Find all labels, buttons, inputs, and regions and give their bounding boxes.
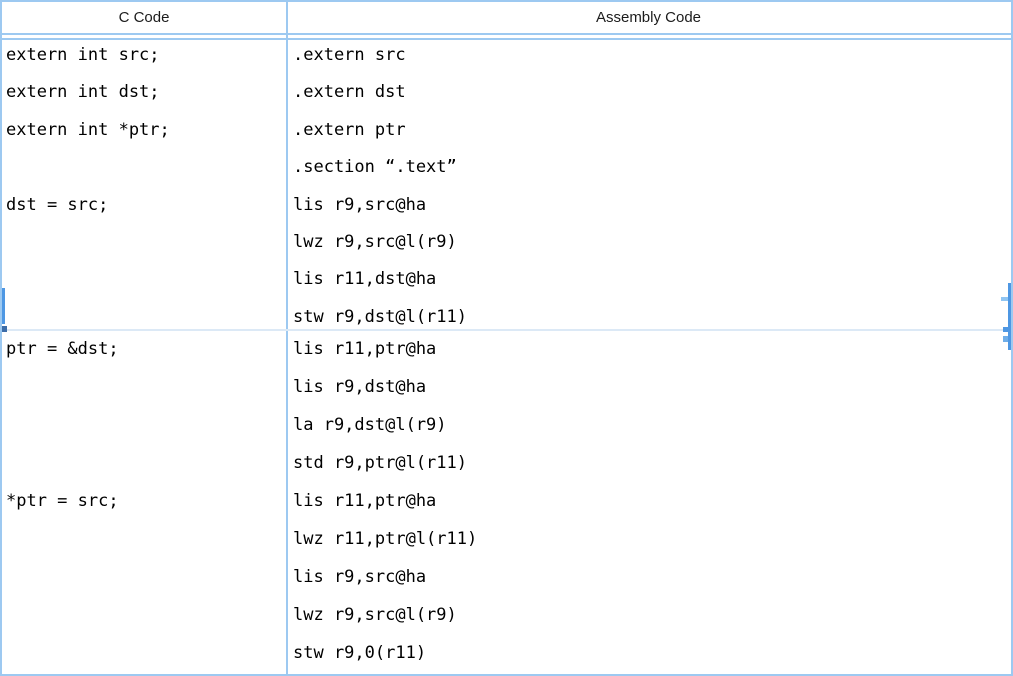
c-code-line: dst = src; — [6, 194, 109, 215]
asm-code-line: lwz r11,ptr@l(r11) — [293, 529, 478, 549]
asm-code-line: lis r11,dst@ha — [293, 269, 437, 290]
header-separator-line-bottom — [2, 38, 1011, 40]
asm-code-line: lis r9,src@ha — [293, 194, 427, 215]
header-separator-line-top — [2, 33, 1011, 35]
c-code-cell-1: extern int src; extern int dst; extern i… — [2, 37, 286, 329]
table-row-2: ptr = &dst; *ptr = src; lis r11,ptr@ha l… — [2, 330, 1011, 672]
asm-code-line: lis r11,ptr@ha — [293, 339, 437, 359]
asm-code-line: lwz r9,src@l(r9) — [293, 231, 457, 252]
column-divider — [286, 2, 288, 674]
asm-code-line: lis r11,ptr@ha — [293, 491, 437, 511]
c-code-line — [6, 149, 286, 186]
c-code-line: extern int dst; — [6, 82, 160, 103]
left-edge-tick — [2, 326, 7, 332]
asm-code-line: .section “.text” — [293, 157, 457, 178]
asm-code-line: std r9,ptr@l(r11) — [293, 453, 467, 473]
c-code-line — [6, 368, 286, 406]
asm-code-line: .extern dst — [293, 82, 406, 103]
asm-code-cell-1: .extern src .extern dst .extern ptr .sec… — [286, 37, 1011, 329]
header-assembly-code: Assembly Code — [595, 9, 702, 26]
c-code-line — [6, 406, 286, 444]
asm-code-line: stw r9,dst@l(r11) — [293, 306, 467, 327]
header-c-code: C Code — [118, 9, 170, 26]
right-edge-dark-bar — [1008, 283, 1011, 350]
c-code-cell-2: ptr = &dst; *ptr = src; — [2, 330, 286, 672]
c-code-line: extern int src; — [6, 45, 160, 65]
asm-code-line: .extern ptr — [293, 119, 406, 140]
table-header-row: C Code Assembly Code — [2, 2, 1011, 33]
c-code-line — [6, 444, 286, 482]
c-code-line: ptr = &dst; — [6, 339, 119, 359]
asm-code-line: .extern src — [293, 45, 406, 65]
asm-code-line: lis r9,dst@ha — [293, 377, 427, 397]
asm-code-cell-2: lis r11,ptr@ha lis r9,dst@ha la r9,dst@l… — [286, 330, 1011, 672]
left-edge-dark-bar — [2, 288, 5, 324]
right-edge-tick-bottom — [1003, 336, 1008, 342]
table-row-1: extern int src; extern int dst; extern i… — [2, 37, 1011, 329]
right-edge-tick-top — [1001, 297, 1008, 301]
asm-code-line: lwz r9,src@l(r9) — [293, 605, 457, 625]
asm-code-line: la r9,dst@l(r9) — [293, 415, 447, 435]
asm-code-line: stw r9,0(r11) — [293, 643, 427, 663]
c-code-line: *ptr = src; — [6, 491, 119, 511]
right-edge-tick-mid — [1003, 327, 1008, 332]
asm-code-line: lis r9,src@ha — [293, 567, 427, 587]
row-seam-line — [2, 329, 1011, 331]
c-code-line: extern int *ptr; — [6, 119, 170, 140]
